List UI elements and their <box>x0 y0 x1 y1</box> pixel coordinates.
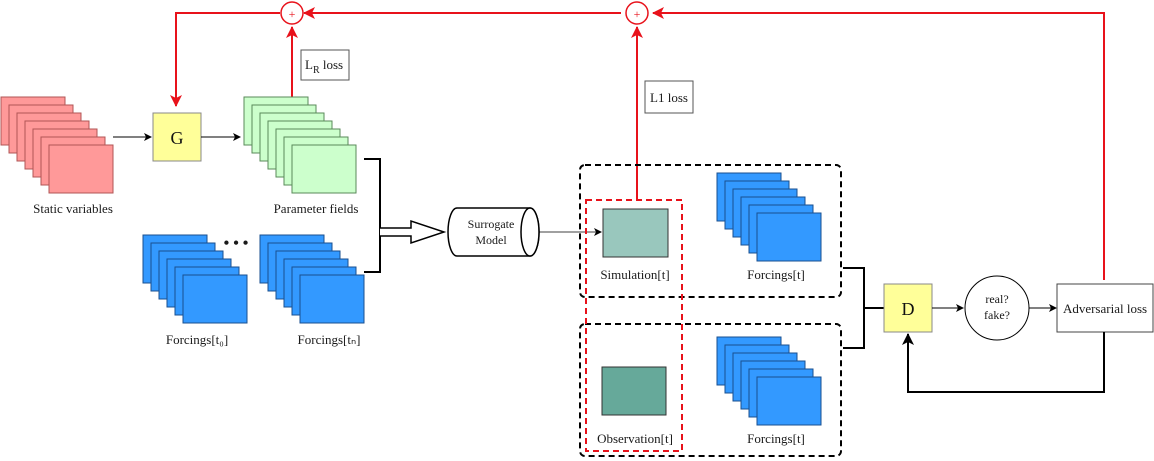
simulation-label: Simulation[t] <box>600 267 669 282</box>
adversarial-loss-label: Adversarial loss <box>1063 301 1147 316</box>
generator-block: G <box>152 112 202 162</box>
parameter-fields-label: Parameter fields <box>274 201 359 216</box>
surrogate-model: Surrogate Model <box>447 207 540 257</box>
sum-symbol: + <box>634 7 641 21</box>
decision-line1: real? <box>985 292 1008 306</box>
lr-loss-sub: R <box>313 65 320 76</box>
sum-node-left: + <box>280 1 304 25</box>
forcings-t0-label: Forcings[t₀] <box>166 332 228 347</box>
discriminator-block: D <box>883 283 933 333</box>
observation-label: Observation[t] <box>597 431 673 446</box>
sum-node-right: + <box>625 1 649 25</box>
simulation-field <box>602 208 669 258</box>
surrogate-label-line2: Model <box>475 233 507 247</box>
sum-symbol: + <box>289 7 296 21</box>
forcings-sim-stack <box>716 172 822 262</box>
adversarial-loss-box: Adversarial loss <box>1056 283 1154 333</box>
layer-sheet <box>48 144 114 194</box>
lr-loss-label: LR loss <box>300 49 350 81</box>
ellipsis: • • • <box>224 235 249 252</box>
discriminator-merge-bracket <box>843 267 884 349</box>
layer-sheet <box>299 274 365 324</box>
forcings-sim-label: Forcings[t] <box>747 267 805 282</box>
layer-sheet <box>291 144 357 194</box>
svg-text:LR loss: LR loss <box>305 57 343 76</box>
lr-loss-main: L <box>305 57 313 72</box>
forcings-tn-stack <box>259 234 365 324</box>
decision-line2: fake? <box>984 308 1010 322</box>
forcings-obs-stack <box>716 336 822 426</box>
svg-text:L1 loss: L1 loss <box>650 90 688 105</box>
layer-sheet <box>756 376 822 426</box>
l1-comparison-group <box>585 199 683 452</box>
lr-loss-suffix: loss <box>320 57 343 72</box>
parameter-fields-stack <box>243 96 357 194</box>
observation-field <box>601 366 667 416</box>
static-variables-label: Static variables <box>33 201 113 216</box>
generator-label: G <box>171 128 184 148</box>
observed-pair-group <box>579 323 842 457</box>
static-variables-stack <box>0 96 114 194</box>
l1-loss-label: L1 loss <box>644 80 694 114</box>
real-fake-decision: real? fake? <box>964 275 1030 341</box>
simulated-pair-group <box>579 164 842 298</box>
forcings-tn-label: Forcings[tₙ] <box>298 332 361 347</box>
discriminator-label: D <box>902 299 915 319</box>
surrogate-label-line1: Surrogate <box>468 217 515 231</box>
forcings-obs-label: Forcings[t] <box>747 431 805 446</box>
layer-sheet <box>756 212 822 262</box>
input-merge-bracket <box>364 158 447 273</box>
discriminator-feedback-path <box>902 332 1105 393</box>
loss-feedback-path <box>170 7 1105 280</box>
forcings-t0-stack <box>142 234 248 324</box>
layer-sheet <box>182 274 248 324</box>
